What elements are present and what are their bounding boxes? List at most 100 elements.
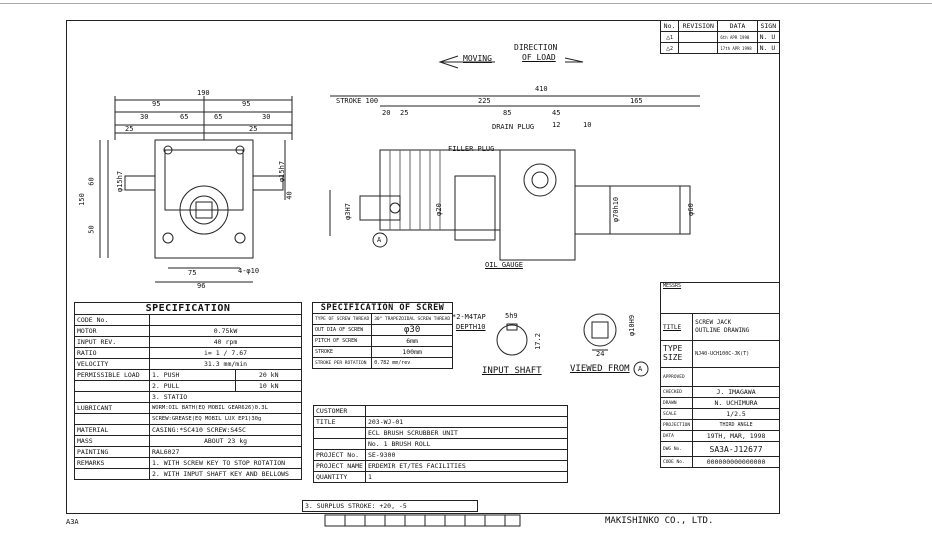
revision-table: No. REVISION DATA SIGN △1 6th APR 1998 N…: [659, 20, 781, 54]
dim-96: 96: [197, 282, 206, 290]
depth-label: DEPTH10: [456, 323, 486, 331]
title-line-2: OUTLINE DRAWING: [695, 327, 750, 334]
specification-title: SPECIFICATION: [74, 302, 302, 315]
spec-sub: RAL6027: [149, 446, 302, 458]
screw-spec-title: SPECIFICATION OF SCREW: [311, 302, 454, 314]
screw-end-hole: [389, 202, 401, 214]
side-housing: [499, 149, 576, 261]
project-label: CUSTOMER: [313, 405, 366, 417]
spec-label: VELOCITY: [74, 358, 150, 370]
dim-65-left: 65: [180, 113, 189, 121]
project-value: 1: [364, 471, 569, 483]
mount-hole: [163, 145, 173, 155]
tb-value: 000000000000000: [692, 456, 780, 468]
dim-40: 40: [285, 191, 294, 200]
view-a-letter: A: [377, 236, 382, 244]
spec-sub: 3. STATIO: [149, 391, 302, 403]
spec-value: 0.75kW: [149, 325, 302, 337]
front-bore-outer: [179, 185, 229, 235]
screw-value: 6mm: [371, 335, 454, 347]
surplus-stroke: 3. SURPLUS STROKE: +20, -5: [302, 500, 478, 512]
project-label: [313, 427, 366, 439]
screw-label: TYPE OF SCREW THREAD: [311, 313, 373, 325]
front-bore-square: [195, 201, 213, 219]
spec-value: 20 kN: [235, 369, 302, 381]
view-a-marker: [633, 361, 649, 377]
spec-value: [149, 314, 302, 326]
spec-value: i= 1 / 7.67: [149, 347, 302, 359]
tb-label: SCALE: [659, 408, 694, 420]
screw-value: 30° TRAPEZOIDAL SCREW THREAD: [371, 313, 454, 325]
spec-label: CODE No.: [74, 314, 150, 326]
spec-label: MOTOR: [74, 325, 150, 337]
spec-sub: 1. WITH SCREW KEY TO STOP ROTATION: [149, 457, 302, 469]
project-label: TITLE: [313, 416, 366, 428]
viewed-from-label: VIEWED FROM: [570, 364, 630, 374]
spec-sub: WORM:OIL BATH(EQ MOBIL GEAR626)0.3L: [149, 402, 302, 414]
company-name: MAKISHINKO CO., LTD.: [605, 516, 714, 526]
spec-label: MASS: [74, 435, 150, 447]
spec-sub: 2. WITH INPUT SHAFT KEY AND BELLOWS: [149, 468, 302, 480]
dim-190: 190: [197, 89, 210, 97]
title-line-1: SCREW JACK: [695, 318, 732, 326]
spec-label: [74, 468, 150, 480]
dim-65-right: 65: [214, 113, 223, 121]
dim-75: 75: [188, 269, 197, 277]
title-label: TITLE: [659, 313, 694, 341]
spec-label: REMARKS: [74, 457, 150, 469]
messrs-label: MESSRS: [660, 282, 780, 314]
project-value: 203-WJ-01: [364, 416, 569, 428]
project-value: ERDEMIR ET/TES FACILITIES: [364, 460, 569, 472]
screw-label: PITCH OF SCREW: [311, 335, 373, 347]
tb-label: DWG No.: [659, 441, 694, 457]
dim-25-left: 25: [125, 125, 134, 133]
spec-sub: SCREW:GREASE(EQ MOBIL LUX EP1)30g: [149, 413, 302, 425]
screw-spec-table: SPECIFICATION OF SCREW TYPE OF SCREW THR…: [311, 302, 454, 369]
bottom-scale-bar: [324, 514, 521, 527]
project-value: ECL BRUSH SCRUBBER UNIT: [364, 427, 569, 439]
project-value: [364, 405, 569, 417]
input-shaft-key: [506, 323, 518, 331]
dim-225: 225: [478, 97, 491, 105]
tb-value: [692, 367, 780, 387]
spec-label: [74, 380, 150, 392]
front-bore-inner: [189, 195, 219, 225]
spec-label: PERMISSIBLE LOAD: [74, 369, 150, 381]
side-flange: [454, 175, 496, 241]
spec-value: ABOUT 23 kg: [149, 435, 302, 447]
dim-60: 60: [87, 177, 96, 186]
viewed-from-square: [591, 321, 609, 339]
dim-165: 165: [630, 97, 643, 105]
dim-phi60: φ60: [686, 203, 695, 216]
input-shaft-label: INPUT SHAFT: [482, 366, 542, 376]
mount-hole: [162, 232, 174, 244]
type-size-value: NJ40-UCH100C-JK(T): [692, 340, 780, 368]
surplus-row: 3. SURPLUS STROKE: +20, -5: [302, 500, 478, 512]
screw-label: OUT DIA OF SCREW: [311, 324, 373, 336]
viewed-from-mark: A: [638, 365, 643, 373]
tb-label: DATA: [659, 430, 694, 442]
dim-85: 85: [503, 109, 512, 117]
project-value: No. 1 BRUSH ROLL: [364, 438, 569, 450]
front-flange-top: [164, 149, 244, 211]
tap-label: *2-M4TAP: [452, 313, 486, 321]
top-rule: [0, 3, 932, 4]
sheet-size: A3A: [66, 518, 79, 526]
dim-410: 410: [535, 85, 548, 93]
dim-12: 12: [552, 121, 561, 129]
viewed-dia: φ10H9: [628, 314, 637, 337]
project-value: SE-9300: [364, 449, 569, 461]
spec-label: RATIO: [74, 347, 150, 359]
dim-150: 150: [77, 193, 86, 206]
screw-value: 0.782 mm/rev: [371, 357, 454, 369]
side-bore-inner: [531, 171, 549, 189]
spec-value: 40 rpm: [149, 336, 302, 348]
dim-phi70: φ70h10: [612, 196, 621, 223]
dim-bore: φ3H7: [343, 203, 352, 220]
input-shaft-right: [252, 175, 284, 191]
project-label: PROJECT NAME: [313, 460, 366, 472]
